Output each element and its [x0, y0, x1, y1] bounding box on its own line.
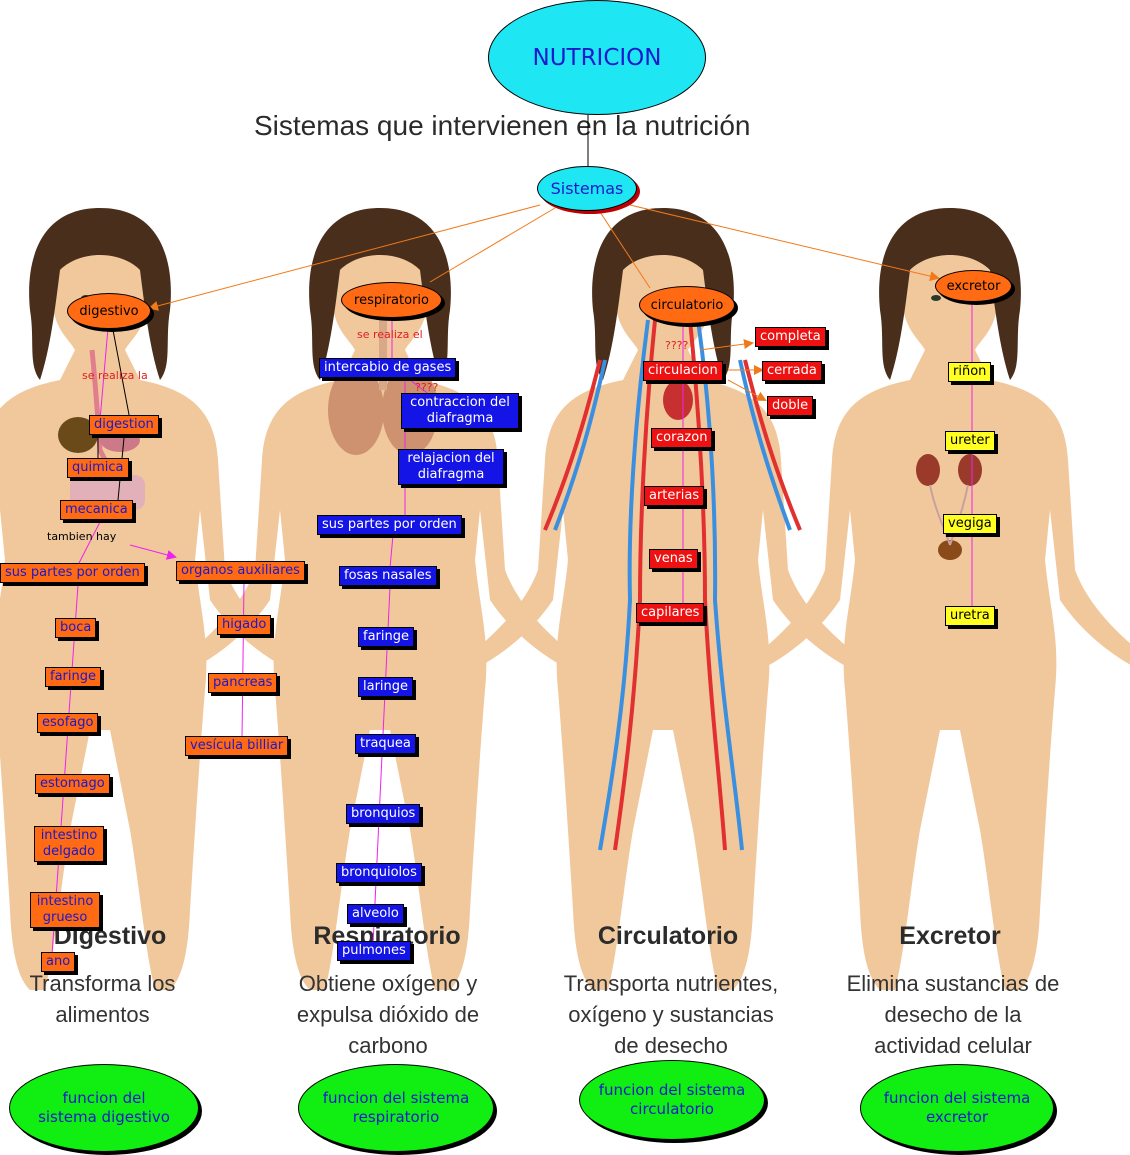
branch-excretor[interactable]: excretor — [935, 270, 1012, 302]
node-resp-faringe[interactable]: faringe — [358, 627, 414, 647]
branch-label: excretor — [946, 278, 1001, 294]
node-traquea[interactable]: traquea — [355, 734, 416, 754]
link-label-circ-question: ???? — [665, 339, 689, 352]
node-rinon[interactable]: riñon — [948, 362, 992, 382]
node-venas[interactable]: venas — [649, 549, 698, 569]
node-quimica[interactable]: quimica — [67, 458, 129, 478]
system-desc-circulatorio: Transporta nutrientes,oxígeno y sustanci… — [563, 971, 779, 1058]
node-intestino-delgado[interactable]: intestino delgado — [34, 826, 104, 862]
link-label-tambien-hay: tambien hay — [47, 530, 117, 543]
node-dig-parts-header[interactable]: sus partes por orden — [0, 563, 145, 583]
node-esofago[interactable]: esofago — [37, 713, 99, 733]
node-circulacion[interactable]: circulacion — [643, 361, 723, 381]
function-label: funcion del sistema digestivo — [38, 1089, 170, 1126]
node-bronquios[interactable]: bronquios — [346, 804, 421, 824]
node-uretra[interactable]: uretra — [945, 606, 995, 626]
picture-title: Sistemas que intervienen en la nutrición — [254, 110, 751, 141]
root-label: NUTRICION — [532, 44, 662, 71]
node-alveolo[interactable]: alveolo — [347, 904, 404, 924]
node-corazon[interactable]: corazon — [651, 428, 713, 448]
system-name-circulatorio: Circulatorio — [597, 922, 739, 950]
node-organos-auxiliares[interactable]: organos auxiliares — [176, 561, 305, 581]
node-boca[interactable]: boca — [55, 618, 97, 638]
branch-respiratorio[interactable]: respiratorio — [341, 282, 442, 318]
node-ano[interactable]: ano — [41, 952, 76, 972]
node-cerrada[interactable]: cerrada — [762, 361, 822, 381]
node-pancreas[interactable]: pancreas — [208, 673, 278, 693]
branch-digestivo[interactable]: digestivo — [67, 293, 151, 329]
node-laringe[interactable]: laringe — [358, 677, 414, 697]
node-intercambio-gases[interactable]: intercabio de gases — [319, 358, 457, 378]
function-respiratorio[interactable]: funcion del sistema respiratorio — [298, 1064, 494, 1152]
node-doble[interactable]: doble — [767, 396, 814, 416]
node-capilares[interactable]: capilares — [636, 603, 705, 623]
node-completa[interactable]: completa — [755, 327, 826, 347]
function-label: funcion del sistema circulatorio — [598, 1081, 746, 1118]
node-estomago[interactable]: estomago — [35, 774, 110, 794]
link-label-se-realiza-el: se realiza el — [357, 328, 423, 341]
node-relajacion-diafragma[interactable]: relajacion del diafragma — [398, 449, 504, 485]
node-arterias[interactable]: arterias — [644, 486, 705, 506]
branch-label: respiratorio — [354, 292, 429, 308]
link-label-se-realiza-la: se realiza la — [82, 369, 148, 382]
node-higado[interactable]: higado — [217, 615, 272, 635]
node-dig-faringe[interactable]: faringe — [45, 667, 101, 687]
node-vegiga[interactable]: vegiga — [943, 514, 997, 534]
system-name-excretor: Excretor — [899, 922, 1001, 950]
function-label: funcion del sistema excretor — [883, 1089, 1031, 1126]
function-excretor[interactable]: funcion del sistema excretor — [860, 1064, 1054, 1152]
node-pulmones[interactable]: pulmones — [337, 941, 411, 961]
node-digestion[interactable]: digestion — [89, 415, 159, 435]
node-contraccion-diafragma[interactable]: contraccion del diafragma — [401, 393, 519, 429]
function-digestivo[interactable]: funcion del sistema digestivo — [9, 1064, 199, 1152]
node-vesicula[interactable]: vesícula billiar — [185, 736, 289, 756]
node-intestino-grueso[interactable]: intestino grueso — [30, 892, 100, 928]
function-circulatorio[interactable]: funcion del sistema circulatorio — [579, 1060, 765, 1140]
root-nutricion[interactable]: NUTRICION — [488, 0, 706, 115]
hub-label: Sistemas — [550, 179, 624, 198]
hub-sistemas[interactable]: Sistemas — [537, 166, 637, 211]
node-mecanica[interactable]: mecanica — [60, 500, 133, 520]
node-resp-parts-header[interactable]: sus partes por orden — [317, 515, 462, 535]
branch-label: circulatorio — [650, 297, 724, 313]
link-label-resp-question: ???? — [415, 381, 439, 394]
node-bronquiolos[interactable]: bronquiolos — [336, 863, 422, 883]
node-fosas-nasales[interactable]: fosas nasales — [339, 566, 437, 586]
branch-circulatorio[interactable]: circulatorio — [639, 286, 735, 324]
branch-label: digestivo — [79, 303, 139, 319]
node-ureter[interactable]: ureter — [945, 431, 995, 451]
function-label: funcion del sistema respiratorio — [322, 1089, 470, 1126]
